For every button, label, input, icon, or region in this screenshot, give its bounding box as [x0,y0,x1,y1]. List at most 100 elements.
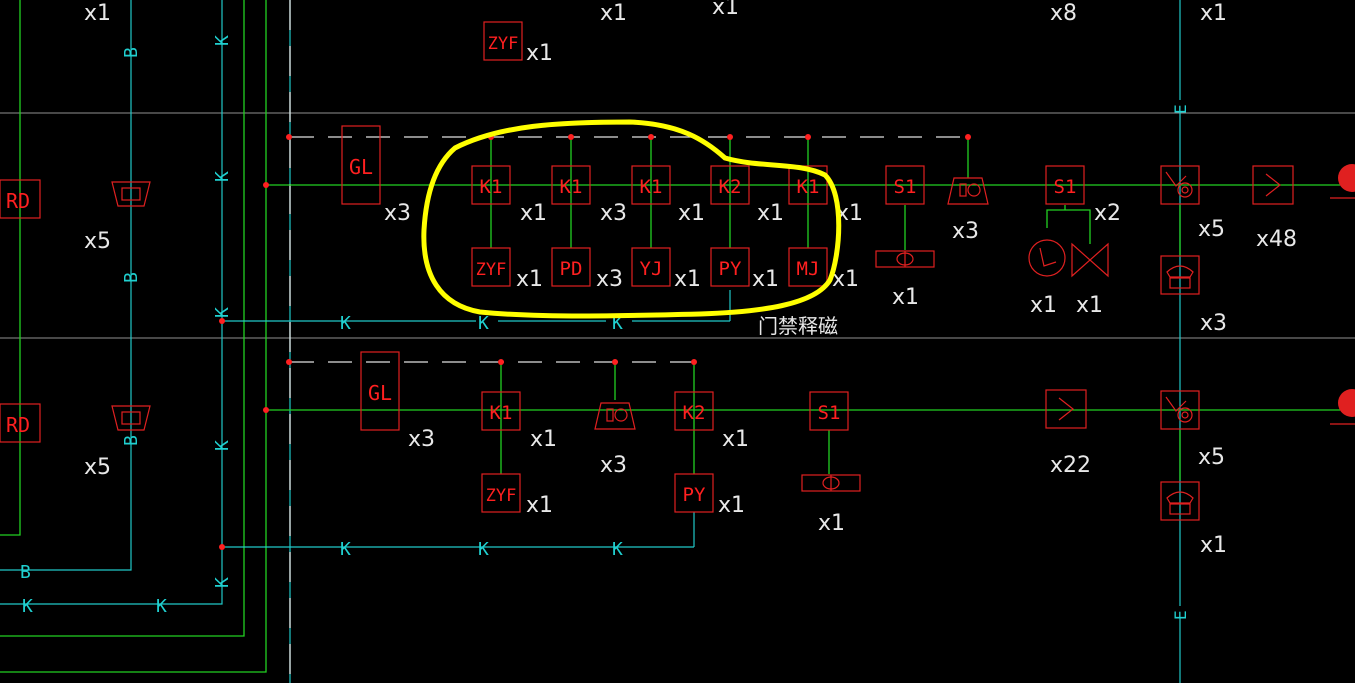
left-bus-rails [0,0,291,683]
svg-text:ZYF: ZYF [476,260,507,280]
b-marker: B [121,272,142,283]
k2-module: K2 [674,391,714,431]
svg-text:RD: RD [6,189,30,213]
horn-icon [1330,389,1355,425]
b-marker: B [121,435,142,446]
s1-module: S1 [809,391,849,431]
k-marker: K [212,307,233,318]
signal-line-markers: B B B B K K K K K K K K K K K K K [20,35,623,617]
telephone-icon [1160,481,1200,521]
count-label: x1 [1200,1,1227,26]
count-label: x1 [526,41,553,66]
zyf-device: ZYF [471,247,511,287]
gl-module-row1: GL [341,125,381,205]
count-label: x1 [526,493,553,518]
count-label: x1 [516,267,543,292]
b-marker: B [121,47,142,58]
count-label: x22 [1050,453,1091,478]
k-marker: K [340,313,351,334]
gate-valve-icon [1071,242,1109,278]
device-drops-row2 [500,362,1181,480]
count-label: x1 [722,427,749,452]
zyf-device: ZYF [481,473,521,513]
svg-text:PY: PY [719,258,742,280]
valve-icon [801,474,861,492]
count-label: x5 [84,455,111,480]
yj-device: YJ [631,247,671,287]
rd-device: RD [0,179,41,219]
count-label: x3 [596,267,623,292]
count-label: x1 [892,285,919,310]
count-label: x3 [600,453,627,478]
count-label: x3 [1200,311,1227,336]
quantity-labels: x1 x1 x1 x8 x1 x1 x3 x1 x3 x1 x1 x1 x3 x… [84,0,1297,558]
device-drops-row1 [490,137,1181,256]
svg-text:S1: S1 [818,402,841,424]
s1-module: S1 [1045,165,1085,205]
mj-device: MJ [788,247,828,287]
count-label: x1 [718,493,745,518]
zyf-top: ZYF [483,21,523,61]
k-marker: K [478,539,489,560]
k-marker: K [22,596,33,617]
horn-icon [1330,164,1355,199]
svg-text:K1: K1 [797,176,820,198]
count-label: x1 [530,427,557,452]
telephone-icon [1160,255,1200,295]
svg-text:GL: GL [368,381,392,405]
count-label: x3 [600,201,627,226]
count-label: x1 [600,1,627,26]
svg-text:K1: K1 [480,176,503,198]
valve-icon [875,250,935,268]
svg-text:ZYF: ZYF [488,34,519,54]
count-label: x1 [752,267,779,292]
k-marker: K [212,171,233,182]
e-marker: E [1171,610,1190,620]
count-label: x1 [712,0,739,20]
svg-text:GL: GL [349,155,373,179]
count-label: x48 [1256,227,1297,252]
py-device: PY [674,473,714,513]
svg-text:PD: PD [560,258,583,280]
junction-dots [219,134,971,550]
k1-module: K1 [631,165,671,205]
k-marker: K [478,313,489,334]
svg-text:PY: PY [683,484,706,506]
sounder-strobe-icon [947,177,989,205]
k1-module: K1 [481,391,521,431]
s1-module: S1 [885,165,925,205]
count-label: x5 [1198,445,1225,470]
svg-text:K1: K1 [560,176,583,198]
k1-module: K1 [471,165,511,205]
count-label: x1 [818,511,845,536]
svg-text:S1: S1 [1054,176,1077,198]
count-label: x1 [757,201,784,226]
input-module-icon [1045,389,1087,429]
b-marker: B [20,562,31,583]
count-label: x3 [952,219,979,244]
k-marker: K [212,577,233,588]
k-marker: K [156,596,167,617]
sounder-strobe-icon [594,402,636,430]
count-label: x3 [384,201,411,226]
count-label: x1 [520,201,547,226]
svg-text:K1: K1 [490,402,513,424]
svg-text:K2: K2 [719,176,742,198]
count-label: x3 [408,427,435,452]
pump-icon [1028,239,1066,277]
count-label: x8 [1050,1,1077,26]
alarm-bell-icon [111,181,151,207]
svg-text:RD: RD [6,413,30,437]
gl-module-row2: GL [360,351,400,431]
input-module-icon [1252,165,1294,205]
count-label: x1 [832,267,859,292]
rd-device: RD [0,403,41,443]
speaker-icon [1160,390,1200,430]
count-label: x1 [84,1,111,26]
door-release-annotation: 门禁释磁 [758,314,838,338]
k-marker: K [612,313,623,334]
k-marker: K [612,539,623,560]
count-label: x5 [84,229,111,254]
py-device: PY [710,247,750,287]
